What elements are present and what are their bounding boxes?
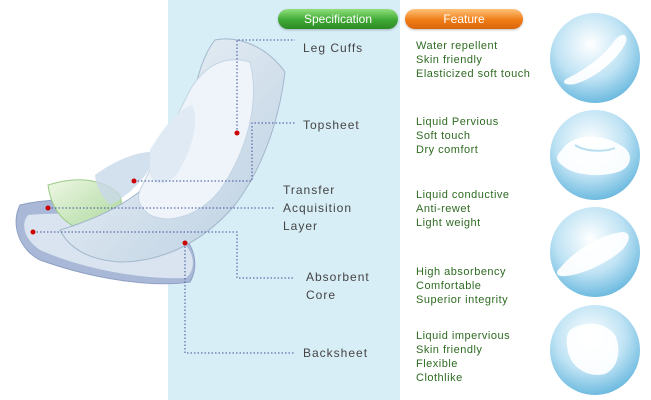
- feature-header: Feature: [405, 9, 523, 29]
- label-backsheet: Backsheet: [303, 346, 369, 360]
- label-leg-cuffs: Leg Cuffs: [303, 41, 364, 55]
- pad-photo-icon: [550, 13, 640, 103]
- label-topsheet: Topsheet: [303, 118, 360, 132]
- feature-item: Elasticized soft touch: [416, 68, 531, 80]
- features-transfer-layer: Liquid conductive Anti-rewet Light weigh…: [416, 188, 510, 230]
- feature-item: Soft touch: [416, 130, 471, 142]
- leader-absorbent: [33, 231, 295, 279]
- label-transfer-acquisition-layer: Transfer Acquisition Layer: [283, 183, 353, 233]
- feature-item: Comfortable: [416, 280, 482, 292]
- folded-pad-icon: [550, 207, 640, 297]
- features-absorbent-core: High absorbency Comfortable Superior int…: [416, 265, 508, 307]
- marker-transfer: [45, 205, 51, 211]
- marker-absorbent: [30, 229, 36, 235]
- feature-item: Anti-rewet: [416, 203, 471, 215]
- marker-backsheet: [182, 240, 188, 246]
- feature-item: Superior integrity: [416, 294, 509, 306]
- leader-topsheet: [134, 122, 295, 182]
- pad-wing: [95, 151, 158, 205]
- feature-item: Water repellent: [416, 40, 498, 52]
- feature-item: Skin friendly: [416, 344, 483, 356]
- marker-leg-cuffs: [234, 130, 240, 136]
- feature-item: Light weight: [416, 217, 481, 229]
- features-topsheet: Liquid Pervious Soft touch Dry comfort: [416, 115, 499, 157]
- center-channel: [150, 105, 196, 184]
- feature-item: Liquid conductive: [416, 189, 510, 201]
- features-backsheet: Liquid impervious Skin friendly Flexible…: [416, 329, 510, 385]
- feature-item: Skin friendly: [416, 54, 483, 66]
- feature-item: High absorbency: [416, 266, 507, 278]
- feature-item: Liquid impervious: [416, 330, 511, 342]
- pad-underside-icon: [550, 305, 640, 395]
- feature-item: Clothlike: [416, 372, 463, 384]
- features-leg-cuffs: Water repellent Skin friendly Elasticize…: [416, 39, 530, 81]
- label-absorbent-core: Absorbent Core: [306, 270, 370, 302]
- feature-item: Liquid Pervious: [416, 116, 499, 128]
- leader-backsheet: [184, 243, 295, 354]
- feature-item: Flexible: [416, 358, 458, 370]
- winged-pad-icon: [550, 110, 640, 200]
- feature-item: Dry comfort: [416, 144, 479, 156]
- specification-header: Specification: [278, 9, 398, 29]
- marker-topsheet: [131, 178, 137, 184]
